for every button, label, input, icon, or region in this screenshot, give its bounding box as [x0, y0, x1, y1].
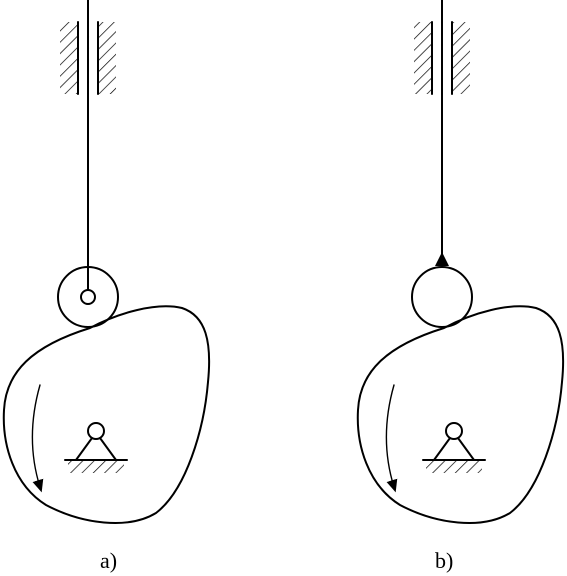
pivot-b — [422, 422, 486, 473]
roller-pin-a — [80, 289, 96, 305]
guide-right-a — [97, 21, 116, 95]
rotation-arrow-b — [385, 384, 398, 493]
panel-label-b: b) — [435, 548, 453, 573]
cam-b — [356, 305, 565, 524]
rotation-arrow-a — [31, 384, 44, 493]
guide-right-b — [451, 21, 470, 95]
panel-label-a: a) — [100, 548, 117, 573]
roller-fixing-b — [435, 252, 449, 266]
cam-a — [2, 305, 211, 524]
guide-left-a — [60, 21, 79, 95]
panel-b: b) — [356, 0, 565, 573]
roller-a — [57, 266, 119, 328]
pivot-a — [64, 422, 128, 473]
guide-left-b — [414, 21, 433, 95]
roller-b — [411, 266, 473, 328]
panel-a: a) — [2, 0, 211, 573]
